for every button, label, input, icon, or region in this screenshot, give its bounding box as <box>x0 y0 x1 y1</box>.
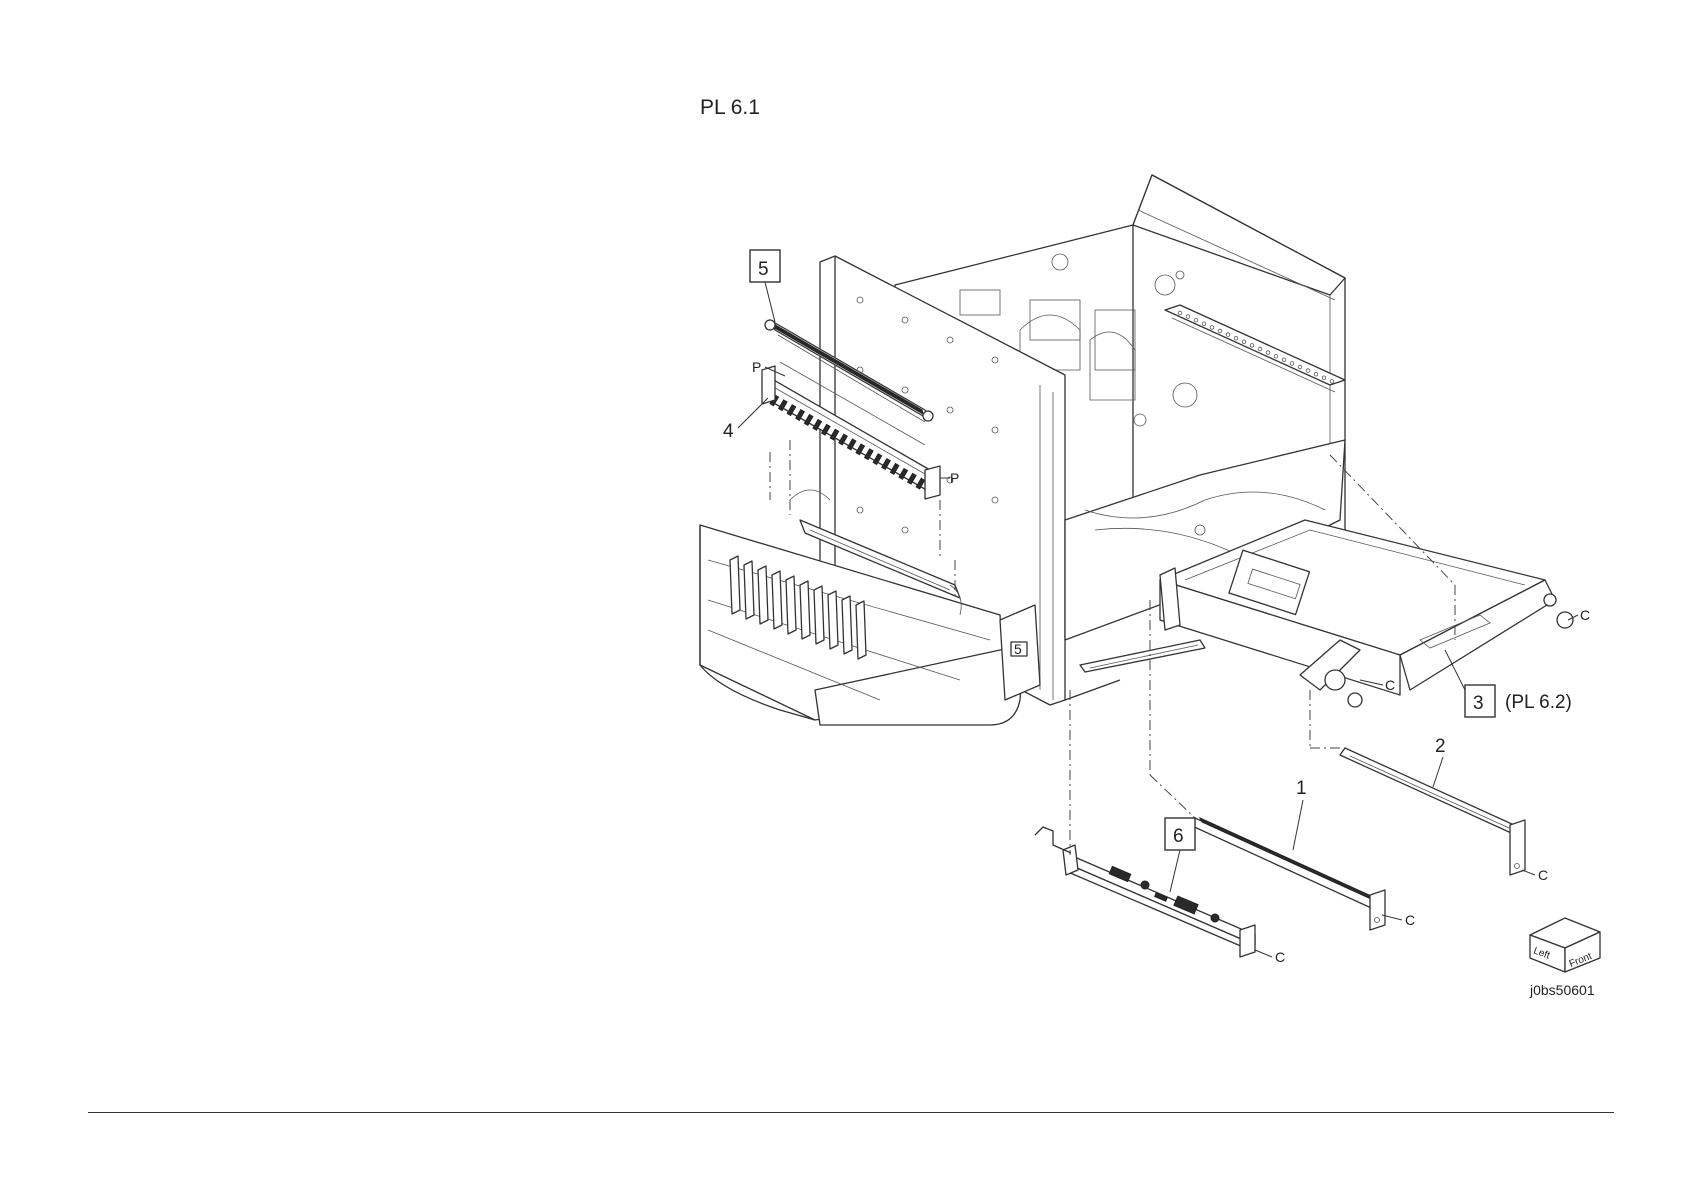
guide-fin <box>758 566 768 624</box>
guide-fin <box>856 601 866 659</box>
guide-fin <box>828 591 838 649</box>
svg-text:(PL 6.2): (PL 6.2) <box>1505 692 1572 713</box>
marker-c-rail-1: C <box>1382 912 1415 928</box>
callout-6: 6 <box>1165 818 1195 892</box>
part-6-bracket <box>1035 827 1255 957</box>
orientation-cube-icon: Left Front <box>1530 918 1600 972</box>
svg-text:1: 1 <box>1296 778 1307 799</box>
guide-fin <box>744 561 754 619</box>
svg-text:C: C <box>1538 867 1548 883</box>
callout-2: 2 <box>1433 736 1446 787</box>
svg-text:C: C <box>1405 912 1415 928</box>
guide-fin <box>786 576 796 634</box>
marker-c-rail-2: C <box>1522 867 1548 883</box>
svg-text:C: C <box>1580 607 1590 623</box>
guide-fin <box>842 596 852 654</box>
guide-fin <box>772 571 782 629</box>
guide-fin <box>730 556 740 614</box>
svg-text:5: 5 <box>758 259 769 280</box>
svg-text:P: P <box>950 470 959 486</box>
part-1-rail <box>1190 818 1385 930</box>
marker-c-bracket: C <box>1255 949 1285 965</box>
callout-5: 5 <box>750 250 780 322</box>
figure-id: j0bs50601 <box>1529 982 1595 998</box>
guide-fin <box>814 586 824 644</box>
svg-text:4: 4 <box>723 421 734 442</box>
callout-4: 4 <box>723 398 768 442</box>
panel-badge: 5 <box>1014 641 1022 657</box>
part-2-rail <box>1340 748 1525 875</box>
svg-text:6: 6 <box>1173 826 1184 847</box>
callout-3: 3 (PL 6.2) <box>1445 650 1572 717</box>
svg-text:P: P <box>752 359 761 375</box>
svg-text:3: 3 <box>1473 693 1484 714</box>
callout-1: 1 <box>1293 778 1307 850</box>
footer-rule <box>88 1112 1614 1113</box>
svg-text:C: C <box>1385 677 1395 693</box>
svg-text:C: C <box>1275 949 1285 965</box>
svg-text:2: 2 <box>1435 736 1446 757</box>
guide-fin <box>800 581 810 639</box>
